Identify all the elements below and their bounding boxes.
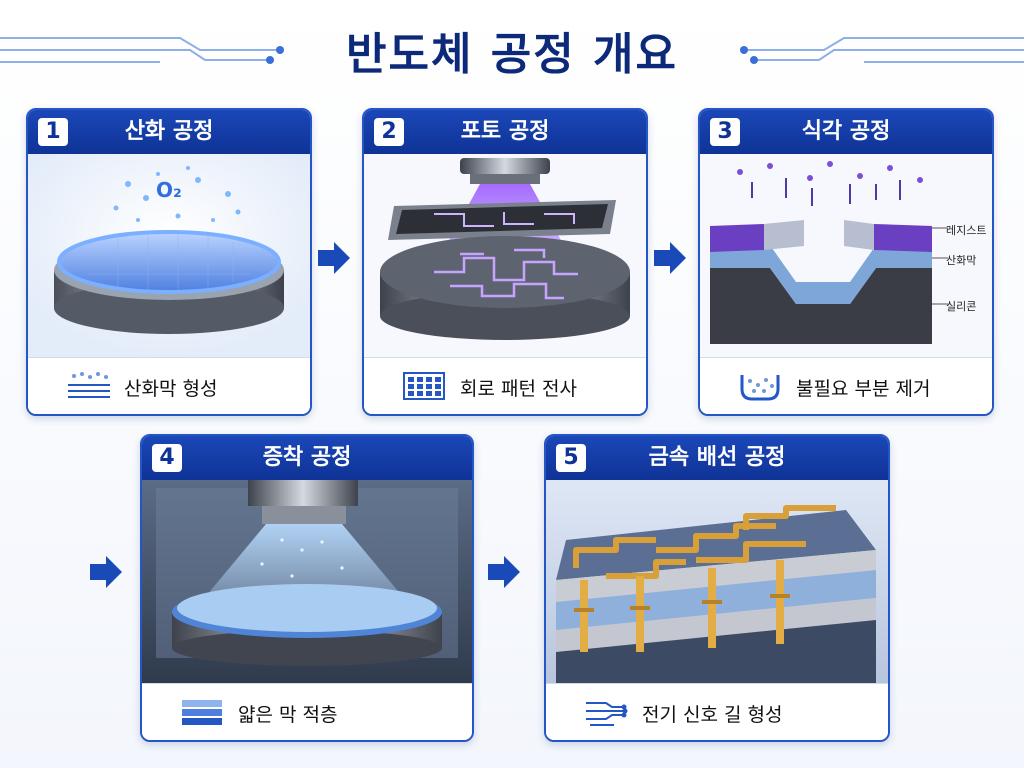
- arrow-right-icon: [318, 242, 350, 274]
- deposition-chamber-illustration: [142, 480, 472, 684]
- circuit-decoration-right: [740, 37, 1024, 64]
- step-header: 5 금속 배선 공정: [546, 436, 888, 480]
- step-number-badge: 5: [556, 444, 586, 472]
- step-footer-label: 전기 신호 길 형성: [642, 704, 783, 726]
- arrow-right-icon: [488, 556, 520, 588]
- step-number-badge: 3: [710, 118, 740, 146]
- step-number-badge: 4: [152, 444, 182, 472]
- step-header: 3 식각 공정: [700, 110, 992, 154]
- step-card-oxidation: 1 산화 공정 O₂: [26, 108, 312, 416]
- etching-cross-section-illustration: [700, 154, 992, 358]
- step-number-badge: 1: [38, 118, 68, 146]
- step-title: 포토 공정: [460, 119, 550, 144]
- step-footer-label: 불필요 부분 제거: [796, 378, 931, 400]
- circuit-decoration-left: [0, 37, 284, 64]
- page-title: 반도체 공정 개요: [346, 29, 678, 80]
- o2-label: O₂: [156, 178, 182, 202]
- layer-label-silicon: 실리콘: [946, 300, 977, 313]
- circuit-grid-icon: [403, 372, 445, 400]
- step-number-badge: 2: [374, 118, 404, 146]
- step-footer-label: 얇은 막 적층: [238, 704, 338, 726]
- step-footer-label: 산화막 형성: [124, 378, 218, 400]
- step-header: 1 산화 공정: [28, 110, 310, 154]
- step-footer: 얇은 막 적층: [142, 683, 472, 740]
- step-header: 2 포토 공정: [364, 110, 646, 154]
- step-footer: 전기 신호 길 형성: [546, 683, 888, 740]
- step-card-deposition: 4 증착 공정: [140, 434, 474, 742]
- step-footer-label: 회로 패턴 전사: [460, 378, 577, 400]
- step-title: 증착 공정: [262, 445, 352, 470]
- step-card-metallization: 5 금속 배선 공정: [544, 434, 890, 742]
- oxidation-wafer-illustration: [28, 154, 310, 358]
- step-title: 금속 배선 공정: [648, 445, 786, 470]
- step-title: 산화 공정: [124, 119, 214, 144]
- photolithography-illustration: [364, 154, 646, 358]
- step-footer: 산화막 형성: [28, 357, 310, 414]
- arrow-right-icon: [654, 242, 686, 274]
- etch-bowl-icon: [740, 375, 780, 401]
- step-card-etching: 3 식각 공정 레지스트 산화막 실리콘 불필요 부분 제거: [698, 108, 994, 416]
- step-footer: 회로 패턴 전사: [364, 357, 646, 414]
- arrow-right-icon: [90, 556, 122, 588]
- step-footer: 불필요 부분 제거: [700, 357, 992, 414]
- metal-interconnect-illustration: [546, 480, 888, 684]
- thin-film-layers-icon: [182, 700, 222, 725]
- step-title: 식각 공정: [801, 119, 891, 144]
- signal-path-icon: [586, 702, 628, 726]
- oxide-layer-icon: [68, 372, 110, 398]
- layer-label-resist: 레지스트: [946, 224, 987, 237]
- layer-label-oxide: 산화막: [946, 254, 977, 267]
- step-header: 4 증착 공정: [142, 436, 472, 480]
- step-card-photo: 2 포토 공정: [362, 108, 648, 416]
